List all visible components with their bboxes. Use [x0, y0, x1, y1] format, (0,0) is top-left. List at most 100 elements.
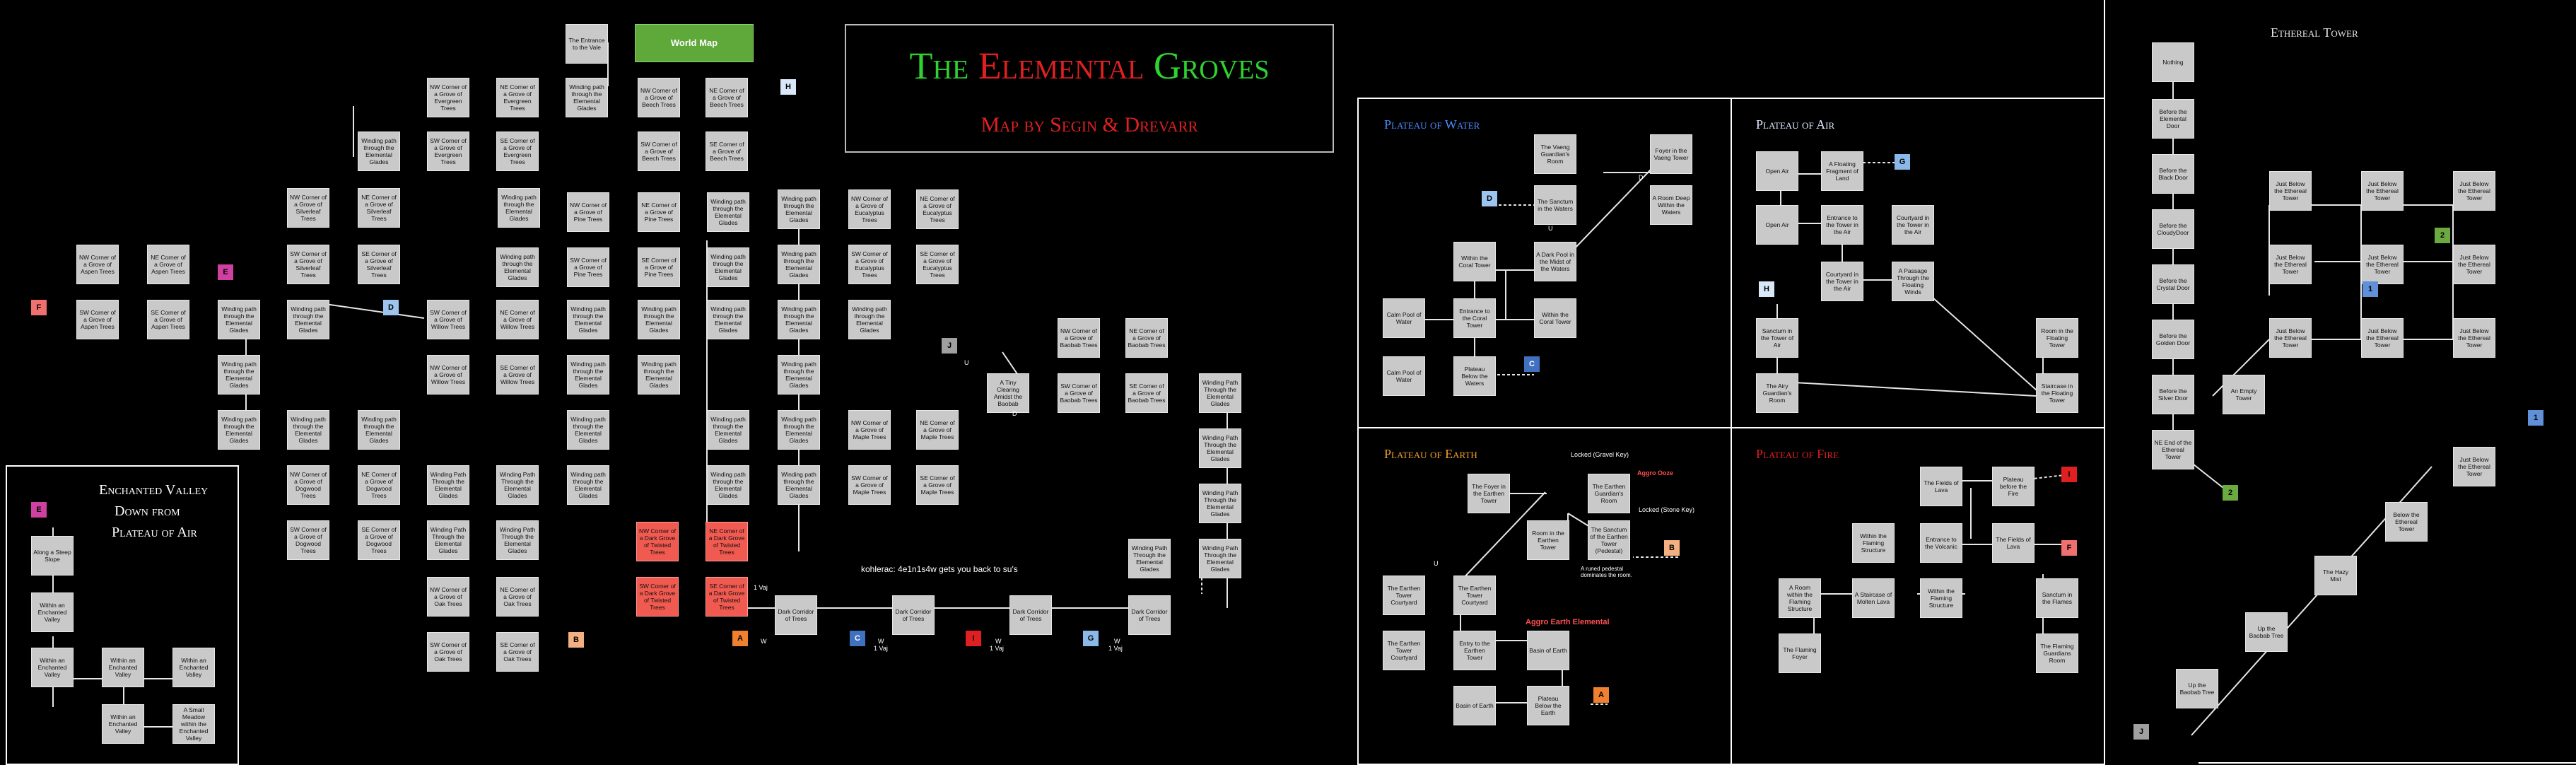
room-oak-sw[interactable]: SW Corner of a Grove of Oak Trees — [427, 632, 469, 672]
room-coral-tower-2[interactable]: Within the Coral Tower — [1534, 298, 1576, 338]
room-winding-6[interactable]: Winding path through the Elemental Glade… — [707, 247, 749, 287]
room-winding-16[interactable]: Winding path through the Elemental Glade… — [638, 300, 680, 339]
room-baobab-nw[interactable]: NW Corner of a Grove of Baobab Trees — [1058, 318, 1100, 358]
room-open-air-1[interactable]: Open Air — [1756, 151, 1798, 191]
marker-i-groves[interactable]: I — [966, 631, 981, 646]
room-pine-se[interactable]: SE Corner of a Grove of Pine Trees — [638, 247, 680, 287]
room-vaeng-foyer[interactable]: Foyer in the Vaeng Tower — [1650, 134, 1692, 174]
marker-a-earth[interactable]: A — [1593, 687, 1609, 703]
room-winding-14[interactable]: Winding path through the Elemental Glade… — [358, 410, 400, 450]
marker-j-tower[interactable]: J — [2133, 724, 2149, 740]
room-evergreen-se[interactable]: SE Corner of a Grove of Evergreen Trees — [496, 132, 539, 171]
room-ne-end-tower[interactable]: NE End of the Ethereal Tower — [2152, 430, 2194, 469]
room-jbelow-8[interactable]: Just Below the Ethereal Tower — [2361, 318, 2404, 358]
room-winding-right-1[interactable]: Winding Path Through the Elemental Glade… — [1199, 428, 1241, 468]
room-maple-nw[interactable]: NW Corner of a Grove of Maple Trees — [848, 410, 891, 450]
room-silverleaf-sw[interactable]: SW Corner of a Grove of Silverleaf Trees — [287, 245, 329, 284]
room-baobab-ne[interactable]: NE Corner of a Grove of Baobab Trees — [1125, 318, 1168, 358]
room-winding-27[interactable]: Winding path through the Elemental Glade… — [707, 465, 749, 505]
room-winding-13[interactable]: Winding path through the Elemental Glade… — [287, 410, 329, 450]
room-aspen-ne[interactable]: NE Corner of a Grove of Aspen Trees — [147, 245, 189, 284]
room-beech-se[interactable]: SE Corner of a Grove of Beech Trees — [706, 132, 748, 171]
room-dark-pool[interactable]: A Dark Pool in the Midst of the Waters — [1534, 242, 1576, 281]
room-aspen-sw[interactable]: SW Corner of a Grove of Aspen Trees — [76, 300, 119, 339]
room-jbelow-6[interactable]: Just Below the Ethereal Tower — [2453, 245, 2495, 284]
room-earthen-courtyard-3[interactable]: The Earthen Tower Courtyard — [1383, 631, 1425, 670]
room-molten-staircase[interactable]: A Staircase of Molten Lava — [1852, 578, 1895, 618]
room-winding-4[interactable]: Winding path through the Elemental Glade… — [496, 247, 539, 287]
room-valley-2[interactable]: Within an Enchanted Valley — [31, 648, 74, 687]
room-winding-right-3[interactable]: Winding Path Through the Elemental Glade… — [1199, 539, 1241, 578]
room-winding-8[interactable]: Winding path through the Elemental Glade… — [778, 245, 820, 284]
marker-e-groves[interactable]: E — [218, 264, 233, 280]
room-evergreen-nw[interactable]: NW Corner of a Grove of Evergreen Trees — [427, 78, 469, 117]
room-willow-nw[interactable]: NW Corner of a Grove of Willow Trees — [427, 355, 469, 395]
room-earthen-room[interactable]: Room in the Earthen Tower — [1527, 520, 1569, 560]
room-jbelow-7[interactable]: Just Below the Ethereal Tower — [2269, 318, 2312, 358]
room-nothing[interactable]: Nothing — [2152, 42, 2194, 82]
room-valley-1[interactable]: Within an Enchanted Valley — [31, 592, 74, 632]
marker-j-groves[interactable]: J — [942, 338, 957, 354]
room-air-entrance[interactable]: Entrance to the Tower in the Air — [1821, 205, 1863, 245]
room-beech-nw[interactable]: NW Corner of a Grove of Beech Trees — [638, 78, 680, 117]
room-winding-23[interactable]: Winding path through the Elemental Glade… — [567, 410, 609, 450]
room-winding-20[interactable]: Winding path through the Elemental Glade… — [567, 355, 609, 395]
room-lava-fields-2[interactable]: The Fields of Lava — [1992, 523, 2035, 563]
marker-2-tower-top[interactable]: 2 — [2435, 228, 2450, 243]
room-baobab-sw[interactable]: SW Corner of a Grove of Baobab Trees — [1058, 373, 1100, 413]
room-willow-se[interactable]: SE Corner of a Grove of Willow Trees — [496, 355, 539, 395]
room-open-air-2[interactable]: Open Air — [1756, 205, 1798, 245]
room-coral-entrance[interactable]: Entrance to the Coral Tower — [1453, 298, 1496, 338]
room-eucalyptus-ne[interactable]: NE Corner of a Grove of Eucalyptus Trees — [916, 189, 959, 229]
room-earthen-sanctum[interactable]: The Sanctum of the Earthen Tower (Pedest… — [1588, 520, 1630, 560]
room-baobab-clearing[interactable]: A Tiny Clearing Amidst the Baobab — [987, 373, 1029, 413]
room-deep-waters[interactable]: A Room Deep Within the Waters — [1650, 185, 1692, 225]
room-air-courtyard-2[interactable]: Courtyard in the Tower in the Air — [1821, 262, 1863, 301]
room-twisted-nw[interactable]: NW Corner of a Dark Grove of Twisted Tre… — [636, 522, 679, 561]
marker-h-air[interactable]: H — [1759, 281, 1774, 297]
room-vale-entrance[interactable]: The Entrance to the Vale — [566, 24, 608, 64]
room-dark-corridor-2[interactable]: Dark Corridor of Trees — [892, 595, 935, 635]
room-baobab-tree-1[interactable]: Up the Baobab Tree — [2245, 612, 2288, 652]
marker-i-fire[interactable]: I — [2061, 467, 2077, 482]
room-oak-nw[interactable]: NW Corner of a Grove of Oak Trees — [427, 577, 469, 617]
marker-d-water[interactable]: D — [1482, 191, 1497, 206]
room-winding-15[interactable]: Winding path through the Elemental Glade… — [567, 300, 609, 339]
marker-b-earth[interactable]: B — [1664, 540, 1680, 556]
room-airy-guardian[interactable]: The Airy Guardian's Room — [1756, 373, 1798, 413]
marker-d-groves[interactable]: D — [383, 300, 399, 315]
room-floating-fragment[interactable]: A Floating Fragment of Land — [1821, 151, 1863, 191]
room-calm-pool-2[interactable]: Calm Pool of Water — [1383, 356, 1425, 396]
room-winding-17[interactable]: Winding path through the Elemental Glade… — [707, 300, 749, 339]
marker-f-groves[interactable]: F — [31, 300, 47, 315]
room-cloudy-door[interactable]: Before the CloudyDoor — [2152, 209, 2194, 249]
room-twisted-ne[interactable]: NE Corner of a Dark Grove of Twisted Tre… — [706, 522, 748, 561]
room-winding-7[interactable]: Winding path through the Elemental Glade… — [778, 189, 820, 229]
room-eucalyptus-nw[interactable]: NW Corner of a Grove of Eucalyptus Trees — [848, 189, 891, 229]
room-eucalyptus-se[interactable]: SE Corner of a Grove of Eucalyptus Trees — [916, 245, 959, 284]
room-fire-sanctum[interactable]: Sanctum in the Flames — [2036, 578, 2078, 618]
room-jbelow-4[interactable]: Just Below the Ethereal Tower — [2269, 245, 2312, 284]
room-jbelow-1[interactable]: Just Below the Ethereal Tower — [2269, 171, 2312, 211]
room-jbelow-2[interactable]: Just Below the Ethereal Tower — [2361, 171, 2404, 211]
room-volcanic-entrance[interactable]: Entrance to the Volcanic — [1920, 523, 1962, 563]
room-eucalyptus-sw[interactable]: SW Corner of a Grove of Eucalyptus Trees — [848, 245, 891, 284]
room-oak-se[interactable]: SE Corner of a Grove of Oak Trees — [496, 632, 539, 672]
room-winding-10[interactable]: Winding path through the Elemental Glade… — [287, 300, 329, 339]
room-winding-9[interactable]: Winding path through the Elemental Glade… — [218, 300, 260, 339]
room-small-meadow[interactable]: A Small Meadow within the Enchanted Vall… — [172, 704, 215, 744]
room-winding-1[interactable]: Winding path through the Elemental Glade… — [566, 78, 608, 117]
room-winding-28[interactable]: Winding path through the Elemental Glade… — [778, 465, 820, 505]
room-elemental-door[interactable]: Before the Elemental Door — [2152, 99, 2194, 139]
room-maple-ne[interactable]: NE Corner of a Grove of Maple Trees — [916, 410, 959, 450]
room-dark-corridor-3[interactable]: Dark Corridor of Trees — [1009, 595, 1052, 635]
room-valley-4[interactable]: Within an Enchanted Valley — [172, 648, 215, 687]
room-jbelow-10[interactable]: Just Below the Ethereal Tower — [2453, 447, 2495, 486]
room-winding-30[interactable]: Winding Path Through the Elemental Glade… — [427, 520, 469, 560]
world-map-button[interactable]: World Map — [635, 24, 754, 62]
room-vaeng-guardian[interactable]: The Vaeng Guardian's Room — [1534, 134, 1576, 174]
room-winding-26[interactable]: Winding path through the Elemental Glade… — [567, 465, 609, 505]
room-flaming-foyer[interactable]: The Flaming Foyer — [1779, 633, 1821, 673]
room-below-tower[interactable]: Below the Ethereal Tower — [2385, 502, 2428, 542]
room-earthen-foyer[interactable]: The Foyer in the Earthen Tower — [1468, 474, 1510, 513]
